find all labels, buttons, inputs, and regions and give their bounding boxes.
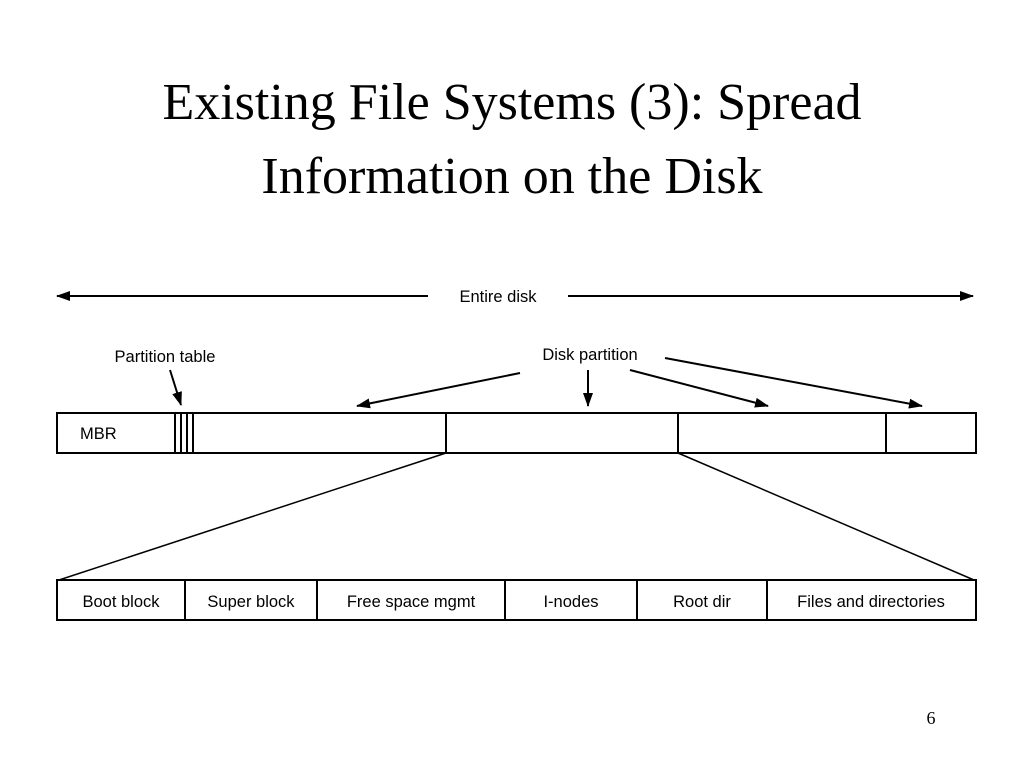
layout-cell-root-dir: Root dir	[673, 593, 731, 611]
slide-title-line-2: Information on the Disk	[261, 148, 763, 205]
entire-disk-label: Entire disk	[459, 288, 537, 306]
layout-cell-i-nodes: I-nodes	[543, 593, 598, 611]
disk-bar	[56, 412, 977, 454]
zoom-lines	[58, 452, 975, 581]
layout-cell-files-and-directories: Files and directories	[797, 593, 945, 611]
page-number: 6	[926, 708, 936, 728]
slide-title-line-1: Existing File Systems (3): Spread	[162, 74, 862, 131]
disk-partition-label: Disk partition	[542, 346, 637, 364]
disk-partition-pointers	[356, 357, 923, 409]
mbr-label: MBR	[80, 425, 117, 443]
slide-title: Existing File Systems (3): Spread Inform…	[0, 66, 1024, 214]
layout-cell-super-block: Super block	[207, 593, 295, 611]
partition-table-pointer	[169, 369, 182, 406]
layout-cell-free-space-mgmt: Free space mgmt	[347, 593, 476, 611]
partition-table-label: Partition table	[115, 348, 216, 366]
partition-layout-bar	[56, 579, 977, 621]
layout-cell-boot-block: Boot block	[82, 593, 160, 611]
